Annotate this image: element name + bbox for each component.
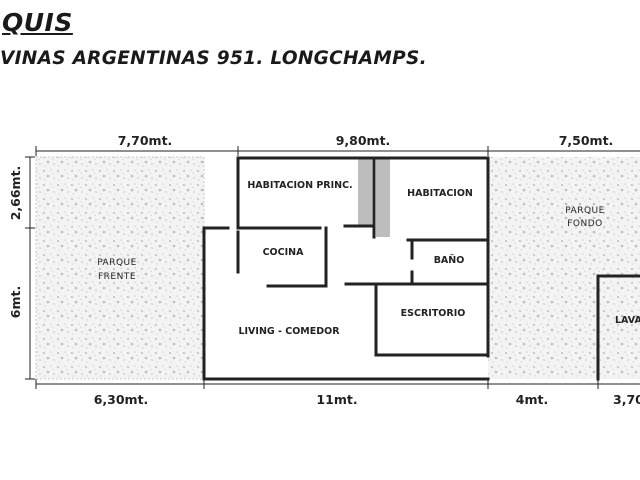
room-label-laundry: LAVA — [615, 315, 640, 326]
closet-right — [376, 159, 390, 237]
room-label-bedroom: HABITACION — [407, 188, 473, 199]
front-yard-area — [36, 157, 204, 379]
dim-left-lower: 6mt. — [8, 286, 23, 318]
dim-bottom-front: 6,30mt. — [94, 392, 149, 407]
room-label-master-bedroom: HABITACION PRINC. — [247, 180, 352, 191]
address-subtitle: VINAS ARGENTINAS 951. LONGCHAMPS. — [0, 48, 427, 69]
back-yard-label-1: PARQUE — [565, 206, 605, 216]
dim-bottom-back: 4mt. — [516, 392, 548, 407]
front-yard-label-2: FRENTE — [98, 272, 136, 282]
sketch-title: QUIS — [2, 8, 73, 37]
house-walls — [202, 156, 640, 381]
dim-top-house: 9,80mt. — [336, 133, 391, 148]
room-label-kitchen: COCINA — [263, 247, 305, 258]
closet-left — [358, 159, 372, 225]
room-label-office: ESCRITORIO — [401, 308, 466, 319]
dim-bottom-laundry: 3,70 — [613, 392, 640, 407]
back-yard-label-2: FONDO — [567, 219, 603, 229]
dim-top-back: 7,50mt. — [559, 133, 614, 148]
bottom-dimension-line — [35, 379, 640, 389]
room-label-bathroom: BAÑO — [434, 255, 465, 266]
back-yard-area — [488, 157, 640, 379]
left-dimension-line — [25, 156, 35, 380]
front-yard-label-1: PARQUE — [97, 258, 137, 268]
dim-left-upper: 2,66mt. — [8, 166, 23, 221]
dim-bottom-house: 11mt. — [316, 392, 357, 407]
top-dimension-line — [35, 146, 640, 156]
room-label-living-dining: LIVING - COMEDOR — [238, 326, 340, 337]
dim-top-front: 7,70mt. — [118, 133, 173, 148]
